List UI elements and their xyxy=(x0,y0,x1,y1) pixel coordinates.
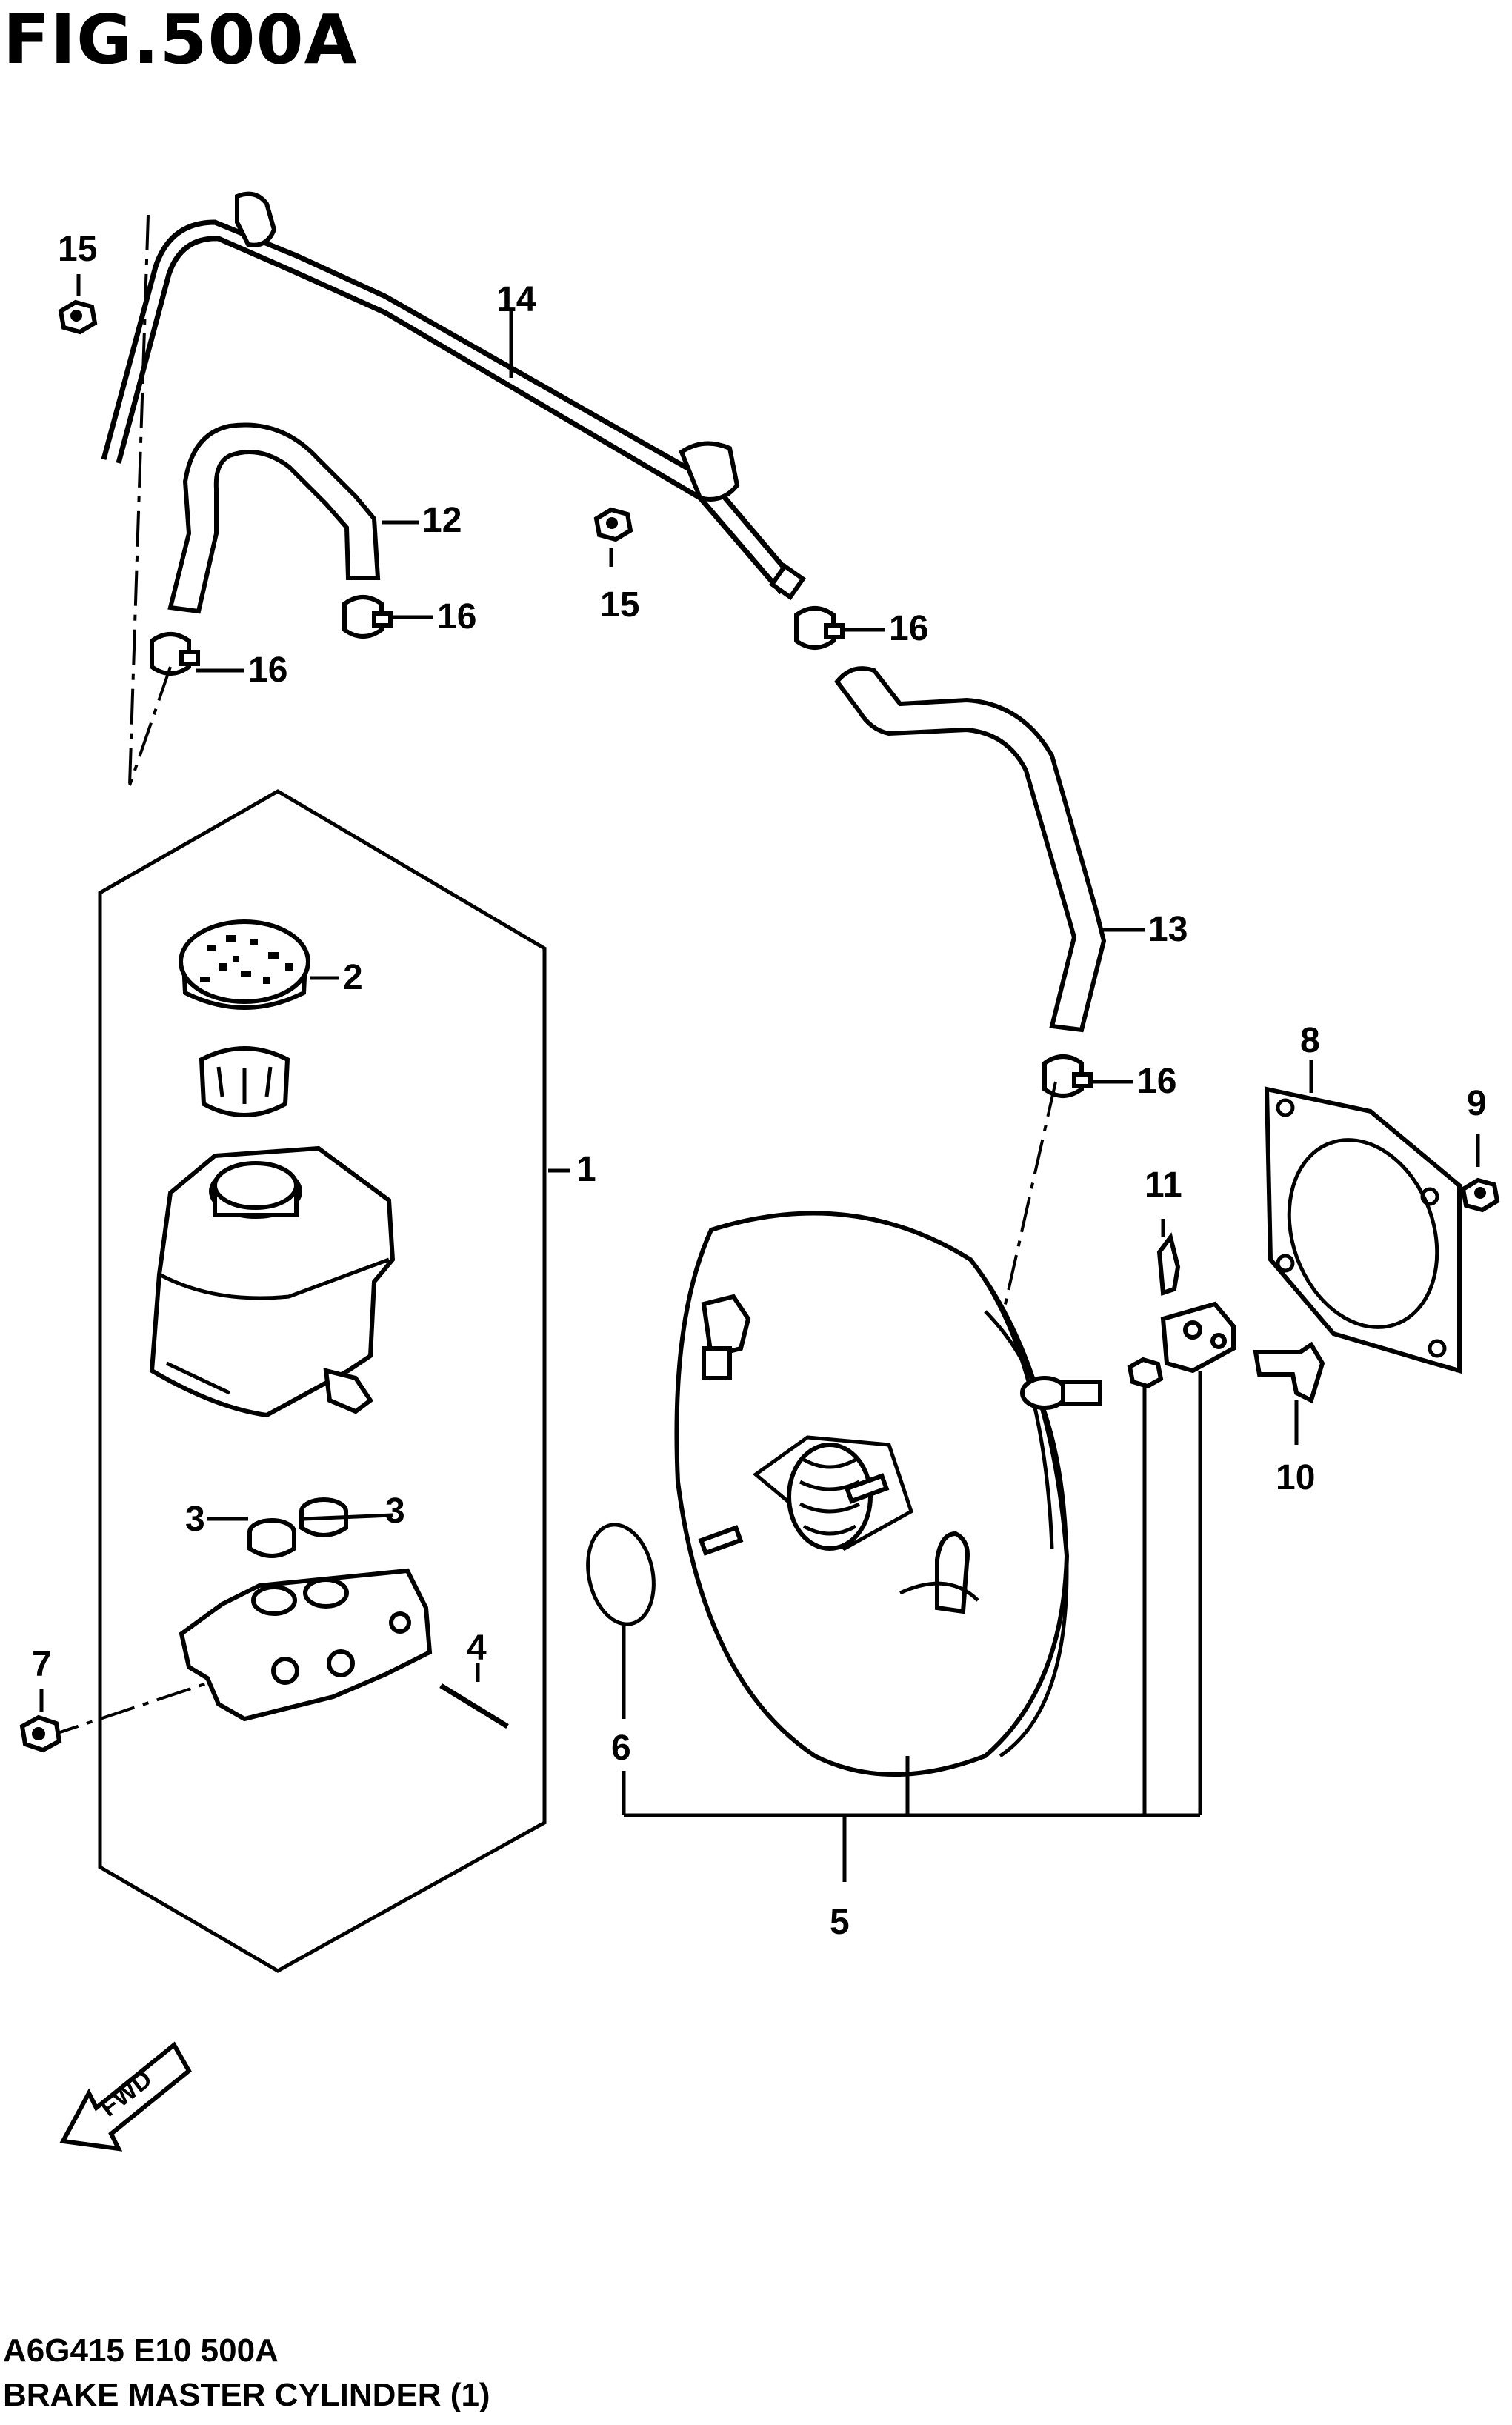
assembly-outline-part-1 xyxy=(98,789,547,1973)
callout-3b: 3 xyxy=(385,1491,405,1531)
callout-16d: 16 xyxy=(1137,1062,1176,1101)
bracket xyxy=(1160,1301,1236,1374)
nut-part-7 xyxy=(19,1714,62,1753)
callout-10: 10 xyxy=(1276,1458,1315,1497)
callout-1: 1 xyxy=(576,1150,596,1189)
clip-part-11 xyxy=(1156,1232,1181,1297)
callout-4: 4 xyxy=(467,1629,487,1668)
callout-16b: 16 xyxy=(889,609,928,648)
clamp-part-16-a xyxy=(342,595,393,639)
leader-lines xyxy=(39,274,1480,1882)
callout-6: 6 xyxy=(611,1729,631,1768)
nut-part-9 xyxy=(1460,1177,1500,1213)
clamp-part-16-d xyxy=(1042,1054,1093,1098)
callout-16c: 16 xyxy=(248,651,287,690)
callout-2: 2 xyxy=(343,958,363,997)
callout-12: 12 xyxy=(422,501,462,540)
seal-part-3-left xyxy=(247,1518,296,1558)
callout-3a: 3 xyxy=(185,1500,205,1539)
callout-15a: 15 xyxy=(58,230,97,269)
figure-caption: BRAKE MASTER CYLINDER (1) xyxy=(3,2377,490,2413)
gasket-part-8 xyxy=(1264,1086,1462,1374)
callout-5: 5 xyxy=(830,1903,850,1942)
fwd-arrow-icon: FWD xyxy=(59,2041,192,2152)
clamp-part-16-c xyxy=(794,606,845,650)
callout-labels: 15 14 12 15 16 16 16 13 2 8 16 9 1 11 10… xyxy=(32,230,1487,1942)
nut-lower xyxy=(1127,1357,1164,1389)
reservoir-strainer xyxy=(199,1046,290,1117)
o-ring-part-6 xyxy=(586,1523,656,1626)
nut-part-15-upper xyxy=(58,299,98,335)
callout-8: 8 xyxy=(1300,1021,1320,1060)
brake-booster-part-5 xyxy=(674,1211,1102,1777)
hose-part-13 xyxy=(834,666,1107,1033)
callout-9: 9 xyxy=(1467,1084,1487,1123)
callout-7: 7 xyxy=(32,1645,52,1684)
figure-code: A6G415 E10 500A xyxy=(3,2332,279,2369)
callout-11: 11 xyxy=(1145,1165,1182,1205)
master-cylinder-body xyxy=(179,1568,433,1722)
pin-part-10 xyxy=(1253,1341,1325,1404)
reservoir-cap-part-2 xyxy=(179,919,310,1010)
reservoir-tank xyxy=(149,1145,396,1418)
vacuum-pipe-part-14 xyxy=(101,191,807,601)
callout-14: 14 xyxy=(496,280,536,319)
callout-16a: 16 xyxy=(437,597,476,636)
callout-15b: 15 xyxy=(600,585,639,625)
clamp-part-16-b xyxy=(150,632,200,676)
figure-title: FIG.500A xyxy=(3,0,358,79)
nut-part-15-middle xyxy=(593,507,633,542)
callout-13: 13 xyxy=(1148,910,1188,949)
pin-part-4 xyxy=(439,1683,509,1729)
hose-part-12 xyxy=(167,422,381,614)
